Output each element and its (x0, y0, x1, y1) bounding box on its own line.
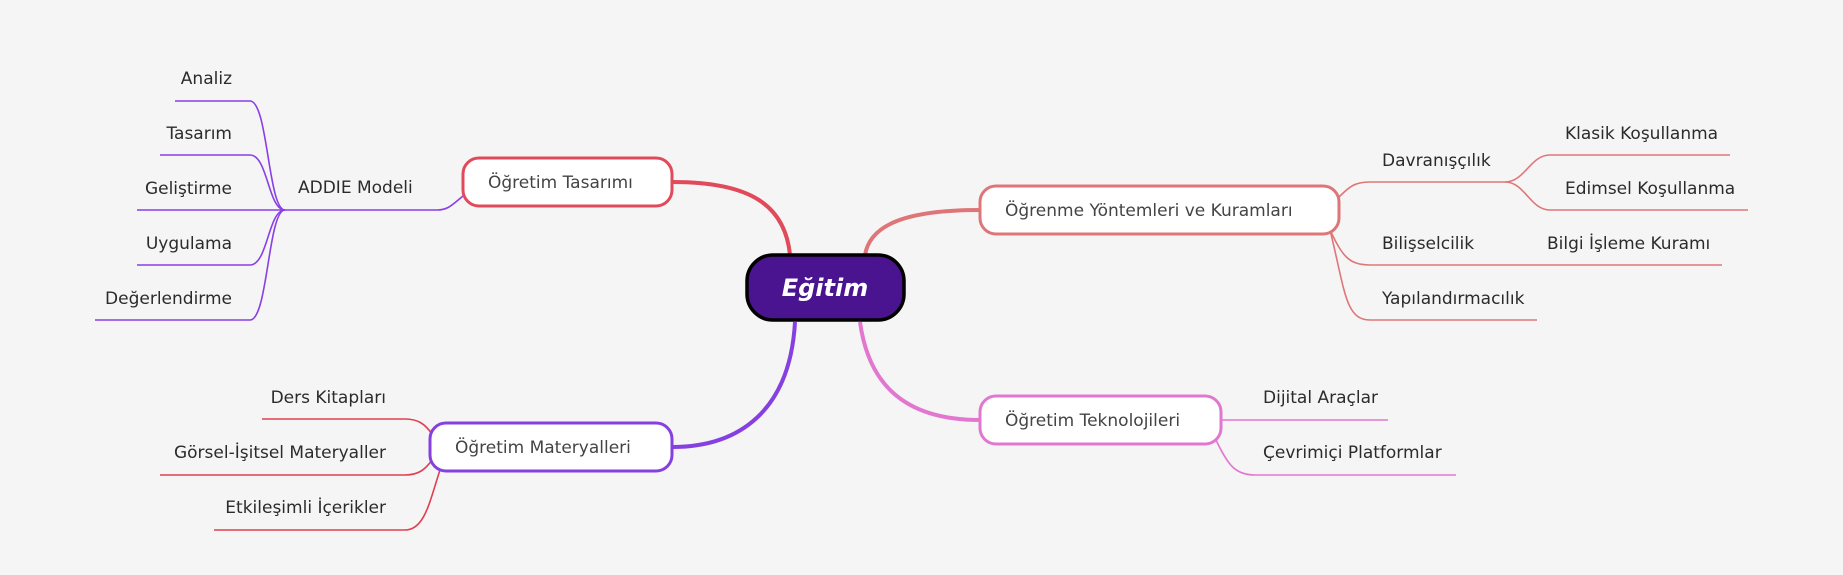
connector-root-ogretim-teknolojileri (858, 321, 981, 422)
branch-ogretim-teknolojileri[interactable]: Öğretim Teknolojileri (978, 394, 1223, 446)
branch-ogretim-materyalleri[interactable]: Öğretim Materyalleri (428, 421, 674, 473)
leaf-edimsel-kosullanma[interactable]: Edimsel Koşullanma (1565, 179, 1735, 199)
branch-ogrenme-yontemleri[interactable]: Öğrenme Yöntemleri ve Kuramları (978, 184, 1341, 236)
leaf-tasarim[interactable]: Tasarım (165, 124, 232, 144)
branch-ogretim-teknolojileri-label: Öğretim Teknolojileri (1005, 409, 1180, 431)
branch-ogrenme-yontemleri-label: Öğrenme Yöntemleri ve Kuramları (1005, 199, 1293, 221)
leaf-cevrimici-platformlar[interactable]: Çevrimiçi Platformlar (1263, 443, 1442, 463)
connector-teknoloji-cevrimici (1215, 439, 1456, 476)
connector-addie-degerlendirme (95, 209, 286, 321)
branch-ogretim-materyalleri-label: Öğretim Materyalleri (455, 436, 631, 458)
connector-root-ogretim-materyalleri (671, 321, 797, 449)
root-label: Eğitim (782, 274, 869, 302)
connector-tasarim-addie (285, 195, 464, 211)
leaf-degerlendirme[interactable]: Değerlendirme (105, 289, 232, 309)
connector-materyal-gorsel-isitsel (160, 459, 433, 476)
node-davranisci[interactable]: Davranışçılık (1382, 151, 1491, 171)
leaf-analiz[interactable]: Analiz (181, 69, 232, 89)
connector-yontem-bilisselcilik (1329, 229, 1722, 266)
connector-materyal-etkilesimli (214, 469, 441, 531)
connector-root-ogretim-tasarimi (672, 180, 792, 256)
node-addie-modeli[interactable]: ADDIE Modeli (298, 178, 413, 198)
connector-addie-tasarim (160, 154, 286, 211)
leaf-dijital-araclar[interactable]: Dijital Araçlar (1263, 388, 1378, 408)
connector-davranisci-klasik (1504, 154, 1730, 183)
leaf-ders-kitaplari[interactable]: Ders Kitapları (271, 388, 386, 408)
branch-ogretim-tasarimi[interactable]: Öğretim Tasarımı (461, 156, 674, 208)
branch-ogretim-tasarimi-label: Öğretim Tasarımı (488, 171, 633, 193)
connector-addie-uygulama (137, 209, 286, 266)
leaf-bilgi-isleme-kurami[interactable]: Bilgi İşleme Kuramı (1547, 233, 1710, 254)
leaf-etkilesimli-icerikler[interactable]: Etkileşimli İçerikler (225, 497, 386, 518)
root-node[interactable]: Eğitim (745, 253, 906, 322)
connector-addie-analiz (175, 100, 286, 211)
connector-yontem-yapilandirmacilik (1329, 229, 1537, 321)
leaf-gelistirme[interactable]: Geliştirme (145, 179, 232, 199)
leaf-klasik-kosullanma[interactable]: Klasik Koşullanma (1565, 124, 1718, 144)
connector-root-ogrenme-yontemleri (863, 208, 981, 256)
connector-davranisci-edimsel (1504, 181, 1748, 211)
leaf-gorsel-isitsel[interactable]: Görsel-İşitsel Materyaller (174, 442, 386, 463)
leaf-uygulama[interactable]: Uygulama (146, 234, 232, 254)
connector-materyal-ders-kitaplari (262, 418, 433, 435)
connector-yontem-davranisci (1337, 181, 1505, 199)
node-yapilandirmacilik[interactable]: Yapılandırmacılık (1381, 289, 1525, 309)
node-bilisselcilik[interactable]: Bilişselcilik (1382, 234, 1474, 254)
